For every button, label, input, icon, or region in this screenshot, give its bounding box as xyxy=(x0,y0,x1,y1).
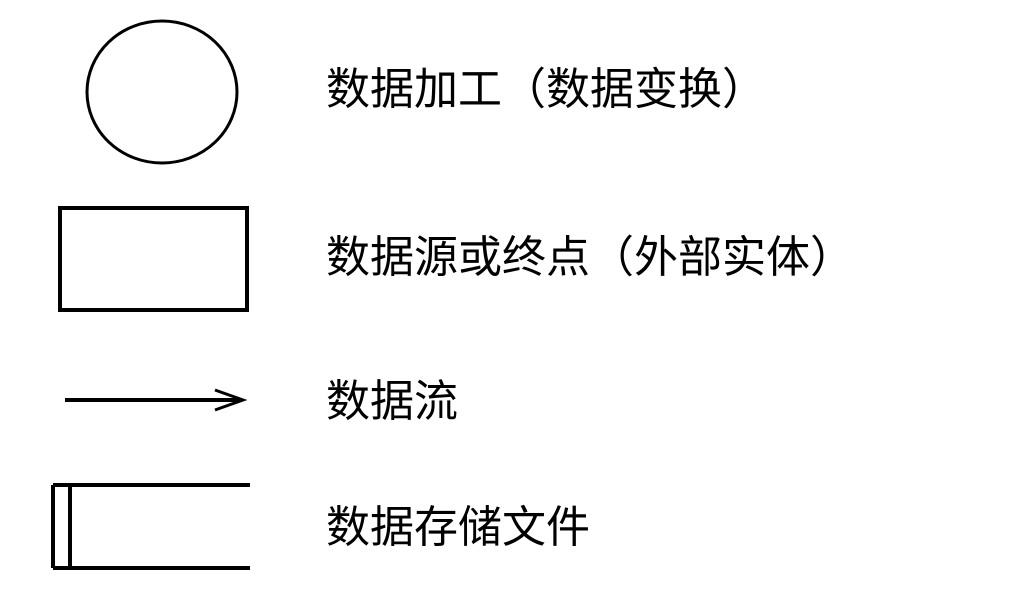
data-store-icon xyxy=(51,483,250,570)
arrow-right-icon xyxy=(65,388,248,412)
circle-process-icon xyxy=(85,19,239,165)
legend-row-data-flow: 数据流 xyxy=(0,360,1016,450)
legend-label-data-flow: 数据流 xyxy=(326,376,458,427)
legend-row-external-entity: 数据源或终点（外部实体） xyxy=(0,190,1016,330)
rectangle-entity-icon xyxy=(58,206,249,312)
legend-label-process: 数据加工（数据变换） xyxy=(326,64,766,115)
legend-row-process: 数据加工（数据变换） xyxy=(0,0,1016,190)
legend-label-data-store: 数据存储文件 xyxy=(326,502,590,553)
legend-label-external-entity: 数据源或终点（外部实体） xyxy=(326,232,854,283)
legend-row-data-store: 数据存储文件 xyxy=(0,470,1016,590)
